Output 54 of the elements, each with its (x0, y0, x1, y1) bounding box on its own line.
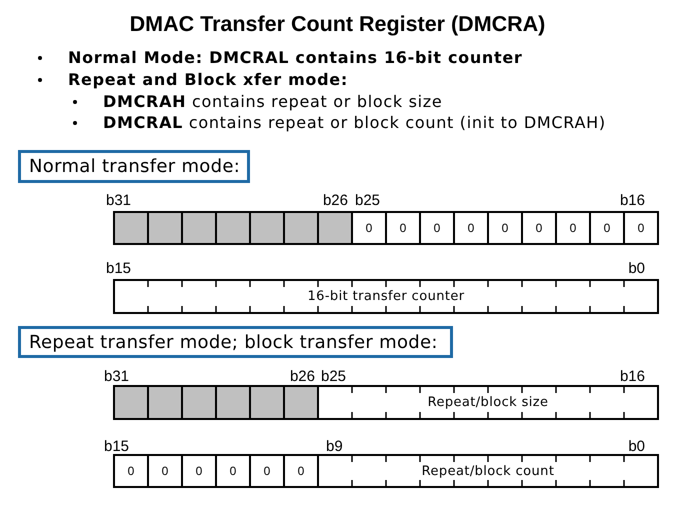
bit-number-label: b15 (106, 260, 132, 277)
bit-cell: 0 (589, 211, 625, 245)
bit-cell: 0 (283, 454, 319, 488)
reserved-bit-cell (283, 385, 319, 420)
bit-number-label: b0 (628, 260, 645, 277)
bullet-text: Normal Mode: DMCRAL contains 16-bit counter (68, 48, 522, 67)
bit-number-label: b9 (326, 438, 343, 455)
field-label: Repeat/block count (422, 464, 554, 478)
bit-cell: 0 (453, 211, 489, 245)
bit-number-label: b16 (620, 368, 645, 385)
reserved-bit-cell (317, 211, 353, 245)
bit-number-label: b26 (322, 192, 348, 209)
register-field (317, 454, 659, 488)
register-field (113, 279, 659, 314)
bit-cell: 0 (555, 211, 591, 245)
bit-number-label: b15 (104, 438, 130, 455)
reserved-bit-cell (113, 211, 149, 245)
bit-number-label: b26 (290, 368, 315, 385)
field-label: 16-bit transfer counter (307, 289, 465, 304)
reserved-bit-cell (147, 385, 183, 420)
bit-cell: 0 (385, 211, 421, 245)
bit-cell: 0 (113, 454, 149, 488)
reserved-bit-cell (113, 385, 149, 420)
reserved-bit-cell (283, 211, 319, 245)
bit-number-label: b0 (628, 438, 645, 455)
bit-cell: 0 (487, 211, 523, 245)
register-field (317, 385, 659, 420)
reserved-bit-cell (215, 385, 251, 420)
bit-cell: 0 (215, 454, 251, 488)
bit-number-label: b31 (104, 368, 130, 385)
section-heading: Normal transfer mode: (18, 150, 250, 183)
reserved-bit-cell (147, 211, 183, 245)
bit-cell: 0 (419, 211, 455, 245)
bit-number-label: b25 (321, 368, 346, 385)
bit-cell: 0 (351, 211, 387, 245)
bit-cell: 0 (249, 454, 285, 488)
reserved-bit-cell (181, 211, 217, 245)
bit-number-label: b31 (106, 192, 132, 209)
reserved-bit-cell (249, 211, 285, 245)
reserved-bit-cell (215, 211, 251, 245)
reserved-bit-cell (249, 385, 285, 420)
bit-cell: 0 (521, 211, 557, 245)
bit-cell: 0 (147, 454, 183, 488)
bit-cell: 0 (181, 454, 217, 488)
field-label: Repeat/block size (428, 395, 548, 410)
bit-number-label: b25 (355, 192, 380, 209)
bullet-text: DMCRAL contains repeat or block count (init to DMCRAH) (103, 113, 606, 132)
bullet-text: DMCRAH contains repeat or block size (103, 92, 442, 111)
bit-cell: 0 (623, 211, 659, 245)
diagram-title: DMAC Transfer Count Register (DMCRA) (130, 12, 546, 37)
bullet-text: Repeat and Block xfer mode: (68, 70, 348, 89)
bit-number-label: b16 (620, 192, 645, 209)
section-heading: Repeat transfer mode; block transfer mode: (18, 326, 453, 358)
reserved-bit-cell (181, 385, 217, 420)
